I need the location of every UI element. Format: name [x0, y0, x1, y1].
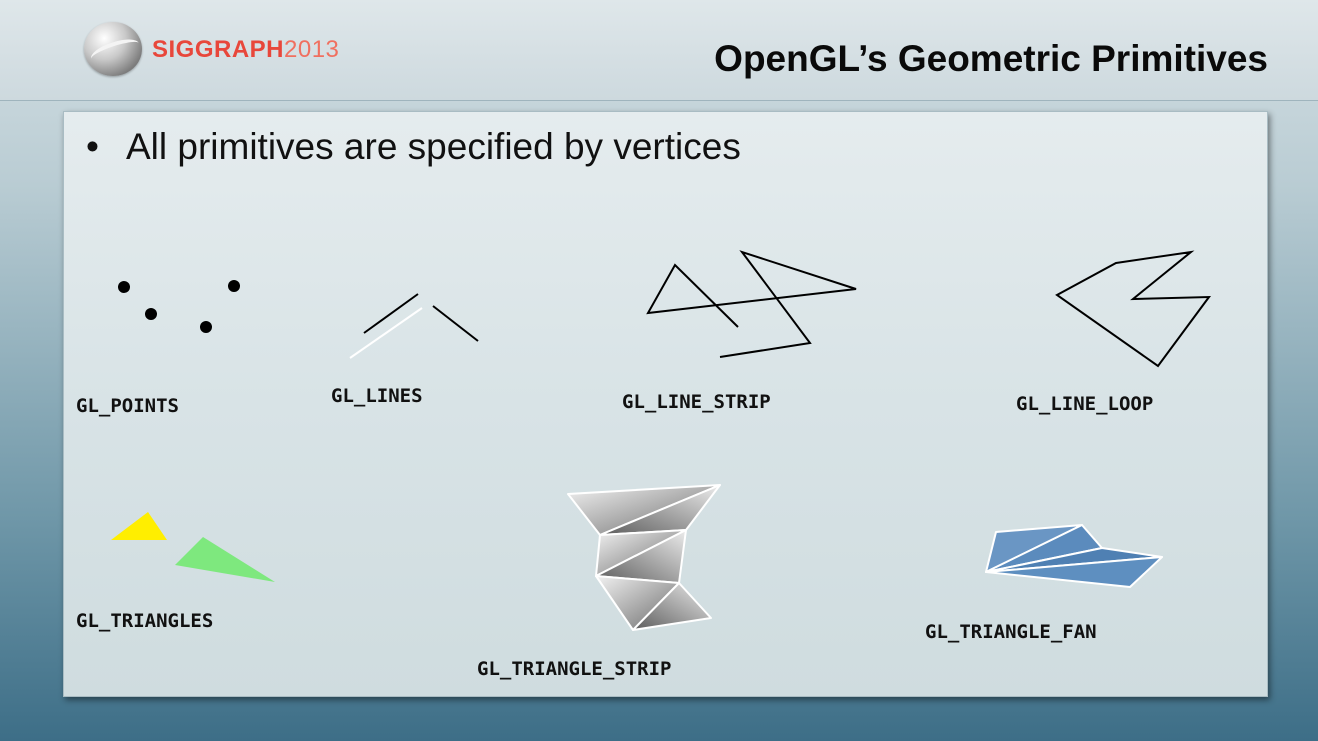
points-illustration	[118, 280, 240, 333]
green-triangle	[175, 537, 275, 582]
vertex-point	[145, 308, 157, 320]
label-gl-points: GL_POINTS	[76, 395, 179, 417]
label-gl-line-loop: GL_LINE_LOOP	[1016, 393, 1154, 415]
line-segment	[363, 293, 419, 334]
triangle-fan-illustration	[985, 524, 1163, 588]
label-gl-line-strip: GL_LINE_STRIP	[622, 391, 771, 413]
vertex-point	[118, 281, 130, 293]
bullet-point: • All primitives are specified by vertice…	[86, 126, 741, 168]
logo-year: 2013	[284, 36, 340, 63]
vertex-point	[228, 280, 240, 292]
label-gl-lines: GL_LINES	[331, 385, 423, 407]
line-loop-illustration	[1055, 250, 1212, 368]
fan-triangle	[985, 556, 1163, 588]
slide-header: SIGGRAPH2013 OpenGL’s Geometric Primitiv…	[0, 0, 1318, 101]
bullet-text: All primitives are specified by vertices	[126, 126, 741, 167]
siggraph-logo: SIGGRAPH2013	[84, 22, 374, 78]
bullet-marker: •	[86, 126, 99, 167]
logo-name: SIGGRAPH	[152, 36, 285, 63]
line-segment	[432, 305, 479, 342]
logo-text: SIGGRAPH2013	[152, 36, 339, 64]
yellow-triangle	[111, 512, 167, 540]
triangles-illustration	[111, 512, 275, 582]
label-gl-triangles: GL_TRIANGLES	[76, 610, 214, 632]
line-segment	[349, 307, 423, 359]
slide-title: OpenGL’s Geometric Primitives	[714, 38, 1268, 79]
label-gl-triangle-fan: GL_TRIANGLE_FAN	[925, 621, 1097, 643]
vertex-point	[200, 321, 212, 333]
strip-triangle	[632, 582, 712, 631]
triangle-strip-illustration	[567, 484, 721, 631]
label-gl-triangle-strip: GL_TRIANGLE_STRIP	[477, 658, 672, 680]
siggraph-disc-icon	[84, 22, 142, 76]
lines-illustration	[349, 293, 479, 359]
line-strip-illustration	[646, 250, 857, 358]
